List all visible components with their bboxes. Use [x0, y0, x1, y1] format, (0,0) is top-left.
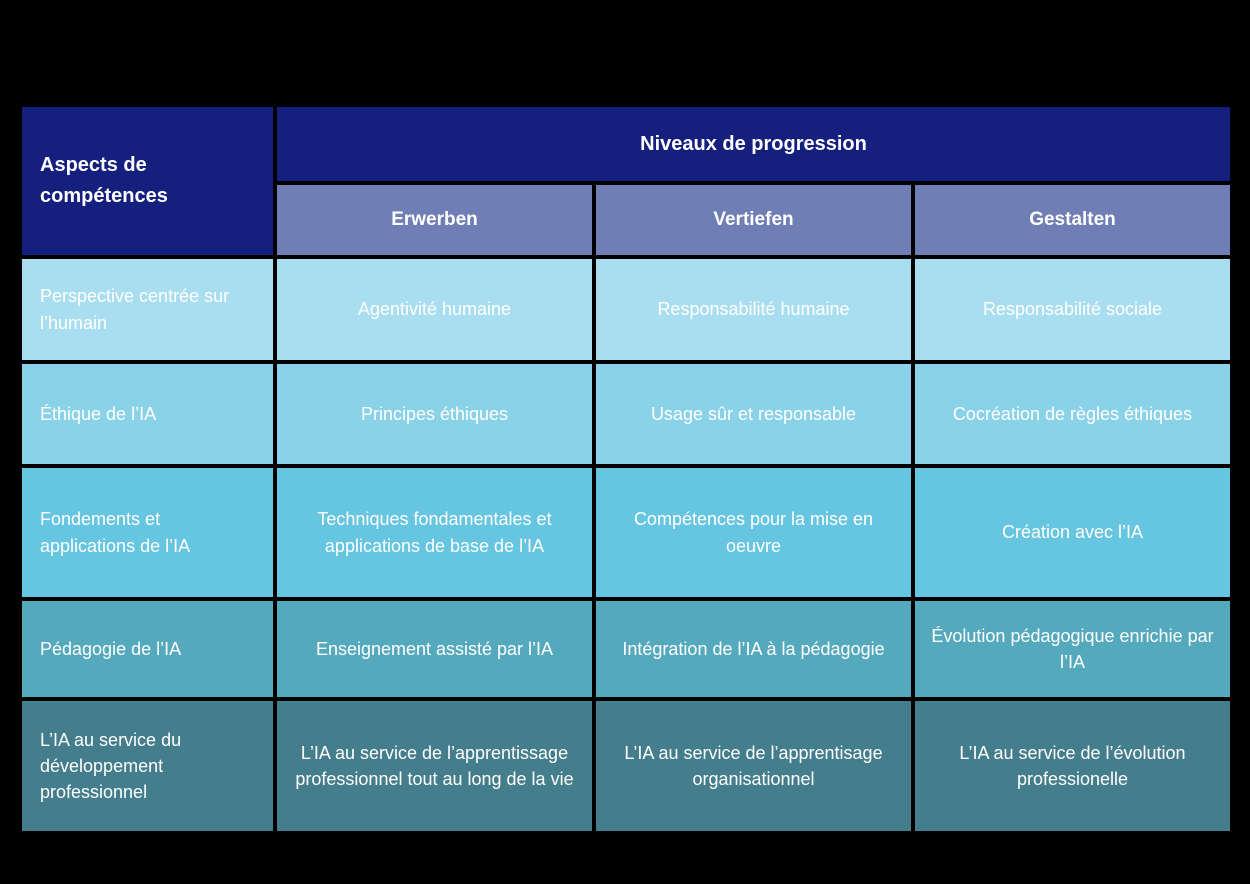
- progression-header-cell: Niveaux de progression: [277, 107, 1230, 181]
- cell-label: Cocréation de règles éthiques: [952, 403, 1193, 424]
- aspect-cell: Pédagogie de l’IA: [22, 601, 273, 697]
- table-cell: Usage sûr et responsable: [596, 364, 911, 464]
- aspect-cell: L’IA au service du développement profess…: [22, 701, 273, 831]
- table-cell: Principes éthiques: [277, 364, 592, 464]
- aspect-label: Pédagogie de l’IA: [40, 638, 182, 659]
- competency-table: Aspects de compétences Niveaux de progre…: [22, 107, 1230, 832]
- aspect-label: Fondements et applications de l’IA: [40, 509, 191, 556]
- level-header-label: Erwerben: [391, 209, 478, 231]
- table-cell: Responsabilité humaine: [596, 259, 911, 360]
- cell-label: Principes éthiques: [360, 403, 509, 424]
- cell-label: Agentivité humaine: [357, 299, 512, 320]
- level-header-label: Vertiefen: [713, 209, 794, 231]
- cell-label: Responsabilité humaine: [657, 299, 850, 320]
- aspect-cell: Fondements et applications de l’IA: [22, 468, 273, 597]
- table-cell: Intégration de l’IA à la pédagogie: [596, 601, 911, 697]
- level-header-vertiefen: Vertiefen: [596, 185, 911, 255]
- cell-label: L’IA au service de l’apprentissage profe…: [295, 742, 574, 789]
- cell-label: Enseignement assisté par l’IA: [315, 638, 554, 659]
- level-header-erwerben: Erwerben: [277, 185, 592, 255]
- cell-label: Création avec l’IA: [1001, 522, 1144, 543]
- aspect-label: Éthique de l’IA: [40, 403, 157, 424]
- level-header-label: Gestalten: [1029, 209, 1116, 231]
- cell-label: Techniques fondamentales et applications…: [317, 509, 552, 556]
- table-cell: L’IA au service de l’évolution professio…: [915, 701, 1230, 831]
- aspect-cell: Éthique de l’IA: [22, 364, 273, 464]
- table-cell: Évolution pédagogique enrichie par l’IA: [915, 601, 1230, 697]
- table-cell: Création avec l’IA: [915, 468, 1230, 597]
- table-cell: L’IA au service de l’apprentisage organi…: [596, 701, 911, 831]
- cell-label: Compétences pour la mise en oeuvre: [633, 509, 874, 556]
- aspect-label: Perspective centrée sur l’humain: [40, 286, 230, 333]
- table-cell: Techniques fondamentales et applications…: [277, 468, 592, 597]
- aspect-cell: Perspective centrée sur l’humain: [22, 259, 273, 360]
- table-cell: Cocréation de règles éthiques: [915, 364, 1230, 464]
- table-cell: Compétences pour la mise en oeuvre: [596, 468, 911, 597]
- aspect-label: L’IA au service du développement profess…: [40, 729, 182, 803]
- level-header-gestalten: Gestalten: [915, 185, 1230, 255]
- cell-label: L’IA au service de l’évolution professio…: [959, 742, 1186, 789]
- corner-header-cell: Aspects de compétences: [22, 107, 273, 255]
- table-cell: Agentivité humaine: [277, 259, 592, 360]
- table-cell: Responsabilité sociale: [915, 259, 1230, 360]
- cell-label: Évolution pédagogique enrichie par l’IA: [931, 625, 1214, 672]
- corner-header-label: Aspects de compétences: [40, 154, 168, 207]
- cell-label: Responsabilité sociale: [982, 299, 1163, 320]
- cell-label: Usage sûr et responsable: [650, 403, 857, 424]
- table-cell: Enseignement assisté par l’IA: [277, 601, 592, 697]
- progression-header-label: Niveaux de progression: [640, 132, 867, 155]
- cell-label: L’IA au service de l’apprentisage organi…: [624, 742, 883, 789]
- table-cell: L’IA au service de l’apprentissage profe…: [277, 701, 592, 831]
- cell-label: Intégration de l’IA à la pédagogie: [622, 638, 885, 659]
